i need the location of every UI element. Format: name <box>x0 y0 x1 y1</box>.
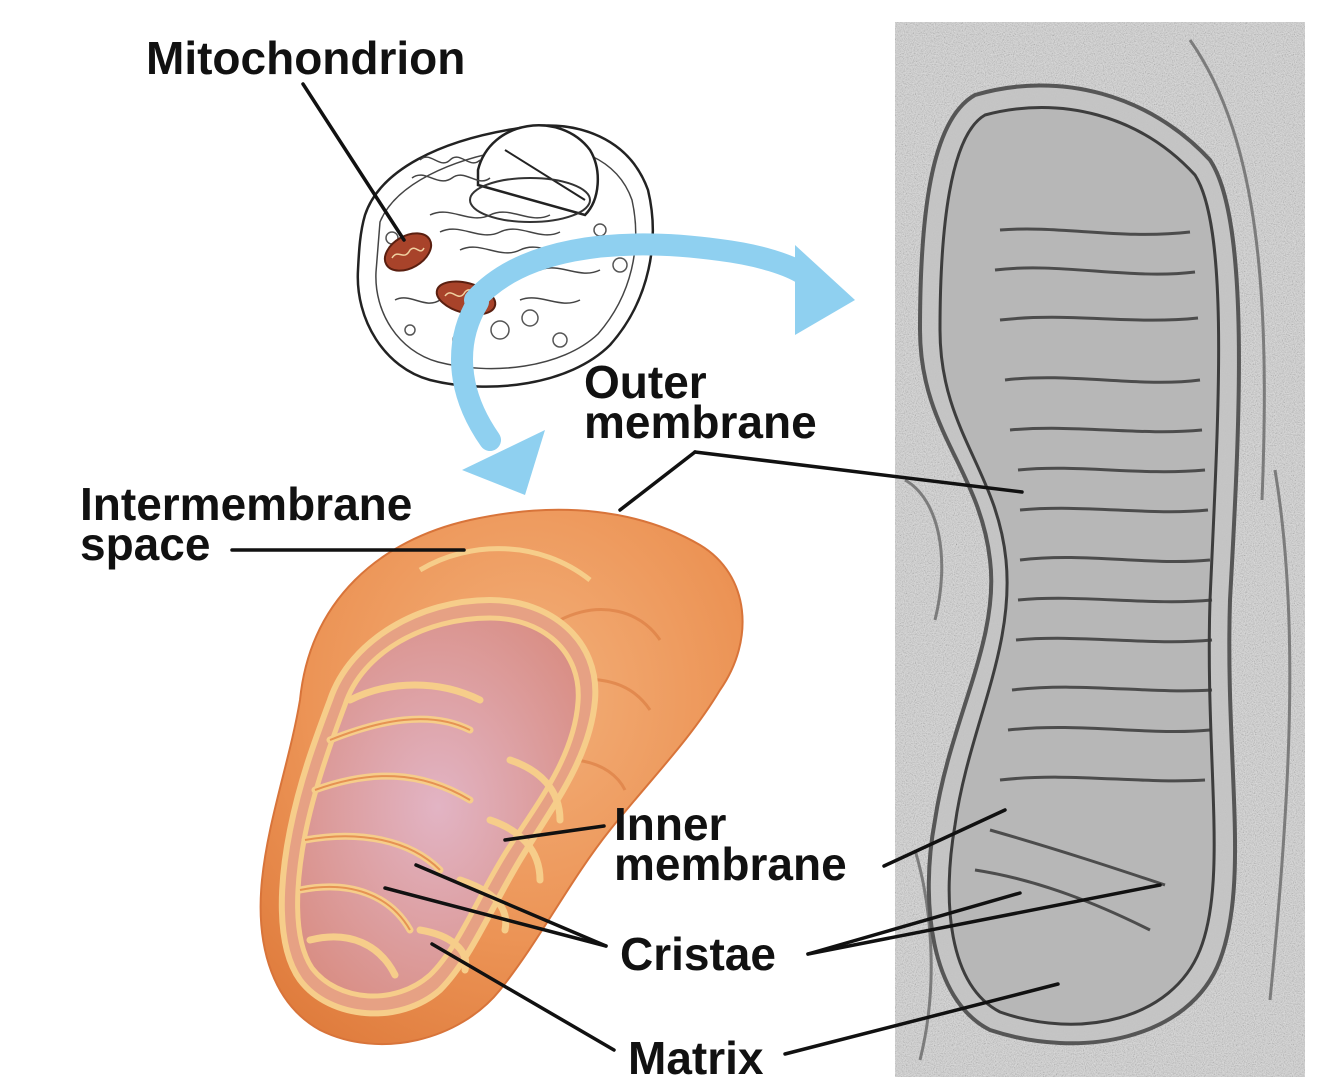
leader-mitochondrion <box>301 82 406 242</box>
label-cristae: Cristae <box>620 928 776 980</box>
magnification-arrows <box>451 233 855 495</box>
leader-inner-membrane-right <box>882 808 1007 868</box>
label-outer-membrane: Outer membrane <box>584 356 817 448</box>
animal-cell-sketch <box>356 124 654 388</box>
leader-matrix-right <box>783 982 1060 1056</box>
leader-inner-membrane-left <box>503 824 606 842</box>
mitochondrion-3d-model <box>259 508 744 1046</box>
arrow-head-right-icon <box>795 245 855 335</box>
leader-outer-membrane-a <box>618 450 697 512</box>
leader-lines <box>230 82 1162 1056</box>
arrow-head-down-icon <box>462 430 545 495</box>
label-matrix: Matrix <box>628 1032 764 1084</box>
leader-cristae-2 <box>414 863 608 948</box>
leader-cristae-4 <box>806 883 1162 956</box>
leader-cristae-3 <box>806 891 1022 956</box>
leader-cristae-1 <box>383 886 608 948</box>
leader-matrix-left <box>430 942 616 1052</box>
electron-micrograph <box>895 22 1305 1077</box>
label-mitochondrion: Mitochondrion <box>146 32 466 84</box>
label-inner-membrane: Inner membrane <box>614 798 847 890</box>
label-intermembrane-space: Intermembrane space <box>80 478 413 570</box>
leader-outer-membrane-b <box>693 450 1024 494</box>
